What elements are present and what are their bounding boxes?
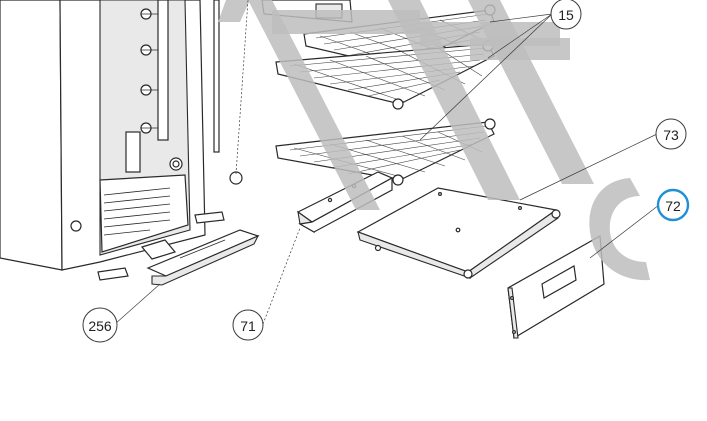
callout-71[interactable]: 71 — [232, 309, 264, 341]
callout-72-label: 72 — [665, 198, 681, 214]
leader-lines — [114, 0, 660, 325]
callout-15[interactable]: 15 — [550, 0, 582, 30]
callout-73-label: 73 — [663, 127, 679, 143]
part-73-drawer-cover — [356, 187, 561, 279]
callout-256[interactable]: 256 — [82, 307, 118, 343]
part-72-drawer-front — [507, 235, 605, 339]
cabinet-floor-grille — [103, 187, 171, 236]
callout-256-label: 256 — [88, 318, 112, 334]
shelf-support-pegs — [140, 8, 160, 134]
watermark — [218, 0, 650, 281]
callout-15-label: 15 — [558, 7, 574, 23]
callout-71-label: 71 — [240, 318, 256, 334]
callout-73[interactable]: 73 — [655, 118, 687, 150]
part-256-plinth-channel — [140, 229, 260, 286]
refrigerator-cabinet — [0, 0, 243, 281]
callout-72[interactable]: 72 — [656, 188, 690, 222]
